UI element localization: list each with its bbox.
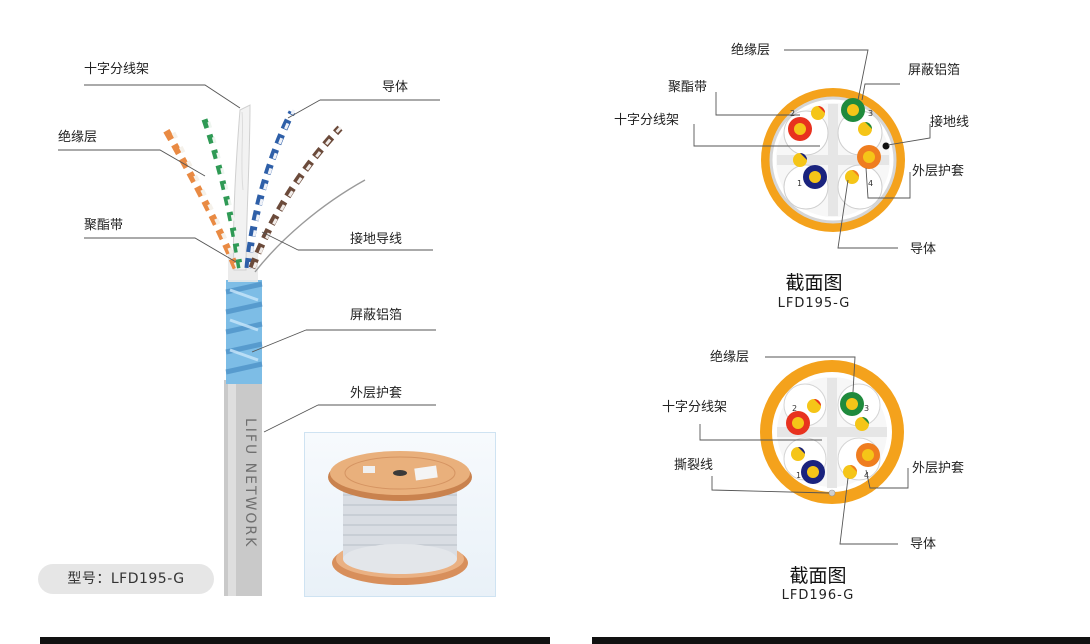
orange-pair <box>162 128 240 270</box>
cable-reel-image <box>328 451 472 585</box>
pair-number: 4 <box>864 471 869 480</box>
ground-wire-dot <box>882 142 890 150</box>
pair-number: 1 <box>796 471 801 480</box>
pair-number: 2 <box>790 109 795 118</box>
s2-title: 截面图 <box>789 565 847 587</box>
s2-label-conductor: 导体 <box>910 537 937 552</box>
model-badge: 型号：LFD195-G <box>38 564 214 594</box>
s1-label-ground: 接地线 <box>930 115 970 130</box>
label-foil-shield: 屏蔽铝箔 <box>350 308 403 323</box>
label-polyester-tape: 聚酯带 <box>84 218 124 233</box>
cable-illustration: LIFU NETWORK <box>58 84 440 596</box>
label-conductor: 导体 <box>382 80 409 95</box>
pair-number: 3 <box>864 404 869 413</box>
label-cross-filler: 十字分线架 <box>84 62 150 77</box>
s2-label-insulation: 绝缘层 <box>710 350 750 365</box>
s2-model-code: LFD196-G <box>781 588 855 603</box>
s2-label-cross: 十字分线架 <box>662 400 728 415</box>
s1-title: 截面图 <box>785 272 843 294</box>
s1-model-code: LFD195-G <box>777 296 851 311</box>
pair-number: 3 <box>868 109 873 118</box>
s1-label-jacket: 外层护套 <box>912 164 965 179</box>
pair-number: 2 <box>792 404 797 413</box>
s1-label-polyester: 聚酯带 <box>668 80 708 95</box>
blue-pair <box>244 110 296 269</box>
footer-bar-right <box>592 637 1090 644</box>
footer-bar-left <box>40 637 550 644</box>
cross-filler-1 <box>777 104 889 216</box>
pair-number: 4 <box>868 179 873 188</box>
s2-label-ripcord: 撕裂线 <box>674 458 714 473</box>
jacket-print: LIFU NETWORK <box>242 418 258 548</box>
s1-label-cross: 十字分线架 <box>614 113 680 128</box>
label-insulation: 绝缘层 <box>58 130 98 145</box>
label-outer-jacket: 外层护套 <box>350 386 403 401</box>
s2-label-jacket: 外层护套 <box>912 461 965 476</box>
cross-section-2: 2 3 1 4 <box>699 356 909 545</box>
cross-section-1: 2 3 1 4 <box>693 49 931 249</box>
ripcord-dot <box>828 489 836 497</box>
green-pair <box>201 117 243 269</box>
drain-wire <box>254 179 366 273</box>
pair-number: 1 <box>797 179 802 188</box>
cable-reel-photo <box>304 432 496 597</box>
s1-label-conductor: 导体 <box>910 242 937 257</box>
brown-pair <box>248 125 343 270</box>
cross-filler-2 <box>777 378 887 488</box>
s1-label-foil: 屏蔽铝箔 <box>908 63 961 78</box>
s1-label-insulation: 绝缘层 <box>731 43 771 58</box>
label-drain-wire: 接地导线 <box>350 232 403 247</box>
